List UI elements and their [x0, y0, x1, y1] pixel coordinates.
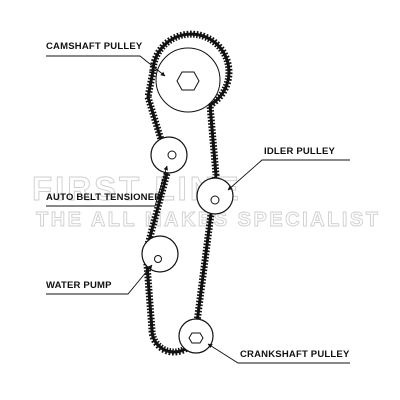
hex-bolt-icon: [176, 71, 200, 91]
water-pump-leader: [46, 264, 153, 295]
part-labels: CAMSHAFT PULLEY IDLER PULLEY AUTO BELT T…: [46, 41, 350, 360]
idler-pulley: [196, 177, 234, 215]
idler-leader: [227, 159, 350, 191]
timing-belt: [142, 30, 233, 356]
belt-band: [144, 32, 231, 354]
tensioner-leader: [46, 165, 168, 207]
crankshaft-leader: [207, 343, 350, 364]
water-pump-body: [141, 235, 179, 273]
auto-belt-tensioner: [150, 136, 188, 174]
water-pump-hub: [154, 255, 162, 263]
label-crankshaft-pulley: CRANKSHAFT PULLEY: [240, 349, 350, 360]
water-pump: [141, 235, 179, 273]
label-idler-pulley: IDLER PULLEY: [264, 146, 335, 157]
tensioner-hub: [167, 150, 177, 160]
idler-pulley-hub: [210, 195, 220, 205]
crankshaft-pulley: [178, 318, 214, 354]
camshaft-pulley: [155, 47, 221, 113]
label-auto-belt-tensioner: AUTO BELT TENSIONER: [46, 192, 161, 203]
watermark-tagline: THE ALL MAKES SPECIALIST: [36, 209, 380, 231]
label-camshaft-pulley: CAMSHAFT PULLEY: [46, 41, 143, 52]
label-water-pump: WATER PUMP: [46, 280, 112, 291]
camshaft-leader: [46, 55, 166, 77]
callout-lines: [46, 55, 350, 364]
hex-bolt-icon: [188, 332, 204, 344]
